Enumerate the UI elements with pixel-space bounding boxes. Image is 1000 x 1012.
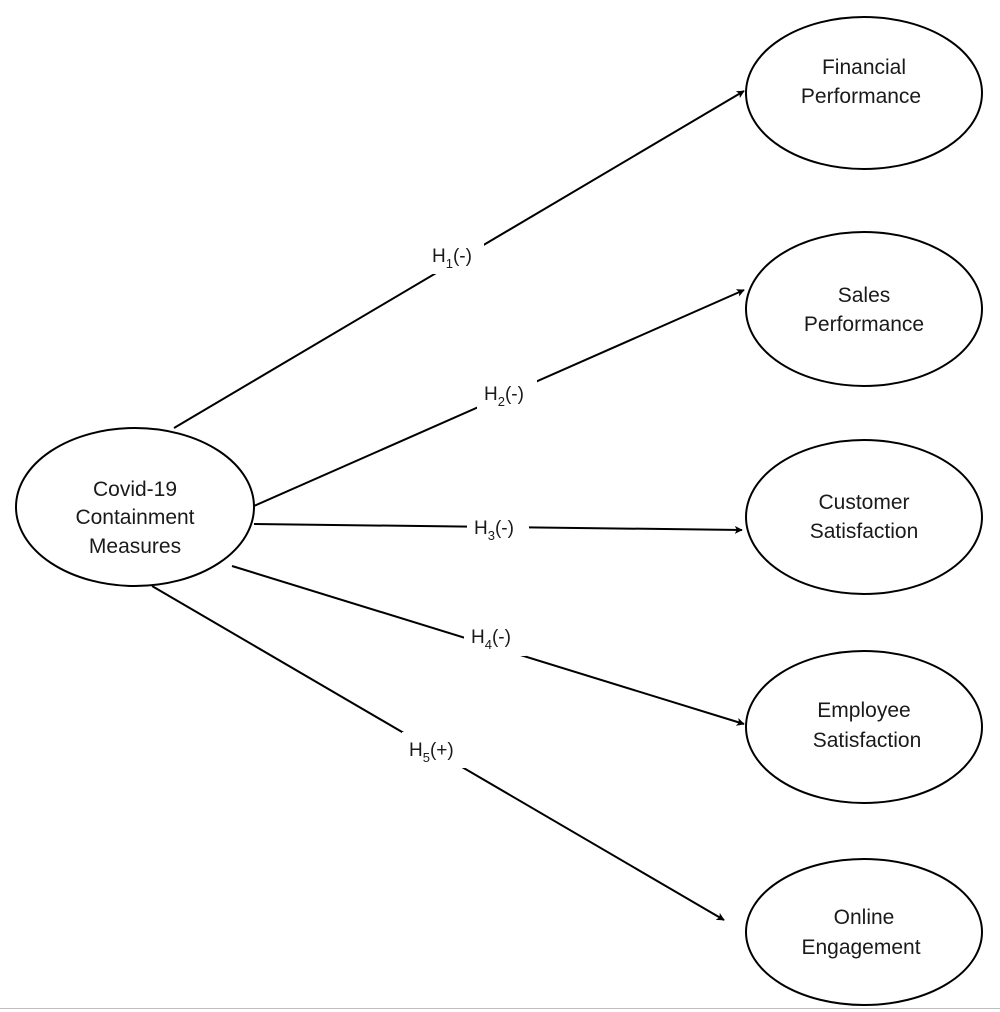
edge-label-h1: H1(-) xyxy=(424,240,484,274)
node-label-line: Financial xyxy=(822,56,906,79)
node-label-line: Satisfaction xyxy=(813,729,922,752)
hypothesis-letter: H xyxy=(432,246,446,267)
hypothesis-letter: H xyxy=(409,740,423,761)
node-financial-performance: Financial Performance xyxy=(745,16,983,170)
node-online-engagement: Online Engagement xyxy=(745,858,983,1006)
hypothesis-sign: (-) xyxy=(505,384,524,405)
node-label-line: Measures xyxy=(89,535,181,558)
svg-text:H3(-): H3(-) xyxy=(474,518,514,543)
node-label-line: Performance xyxy=(804,313,924,336)
node-label-line: Satisfaction xyxy=(810,520,919,543)
hypothesis-index: 1 xyxy=(446,256,453,271)
hypothesis-index: 5 xyxy=(423,750,430,765)
node-employee-satisfaction: Employee Satisfaction xyxy=(745,650,983,804)
hypothesis-index: 2 xyxy=(498,394,505,409)
edge-label-h5: H5(+) xyxy=(402,732,468,768)
edge-label-h2: H2(-) xyxy=(477,380,537,414)
hypothesis-sign: (-) xyxy=(492,627,511,648)
hypothesis-letter: H xyxy=(471,627,485,648)
node-covid-19-containment-measures: Covid-19 Containment Measures xyxy=(15,427,255,587)
node-sales-performance: Sales Performance xyxy=(745,231,983,387)
node-label-line: Covid-19 xyxy=(93,478,177,501)
hypothesis-index: 3 xyxy=(488,528,495,543)
hypothesis-sign: (-) xyxy=(495,518,514,539)
hypothesis-sign: (+) xyxy=(430,740,454,761)
node-label-line: Customer xyxy=(818,491,909,514)
svg-text:H1(-): H1(-) xyxy=(432,246,472,271)
hypothesis-index: 4 xyxy=(485,637,492,652)
hypothesis-letter: H xyxy=(474,518,488,539)
bottom-divider xyxy=(0,1008,1000,1009)
node-label-line: Performance xyxy=(801,85,921,108)
svg-text:H2(-): H2(-) xyxy=(484,384,524,409)
svg-text:H4(-): H4(-) xyxy=(471,627,511,652)
hypothesis-letter: H xyxy=(484,384,498,405)
edge-label-h4: H4(-) xyxy=(464,620,526,656)
node-label-line: Containment xyxy=(75,506,194,529)
edge-label-h3: H3(-) xyxy=(467,512,529,544)
hypothesis-sign: (-) xyxy=(453,246,472,267)
node-label-line: Engagement xyxy=(801,936,920,959)
svg-text:H5(+): H5(+) xyxy=(409,740,454,765)
node-label-line: Employee xyxy=(817,699,910,722)
node-label-line: Online xyxy=(834,906,895,929)
node-customer-satisfaction: Customer Satisfaction xyxy=(745,439,983,595)
node-label-line: Sales xyxy=(838,284,891,307)
edge-labels: H1(-) H2(-) H3(-) H4(-) H5(+) xyxy=(402,240,537,768)
